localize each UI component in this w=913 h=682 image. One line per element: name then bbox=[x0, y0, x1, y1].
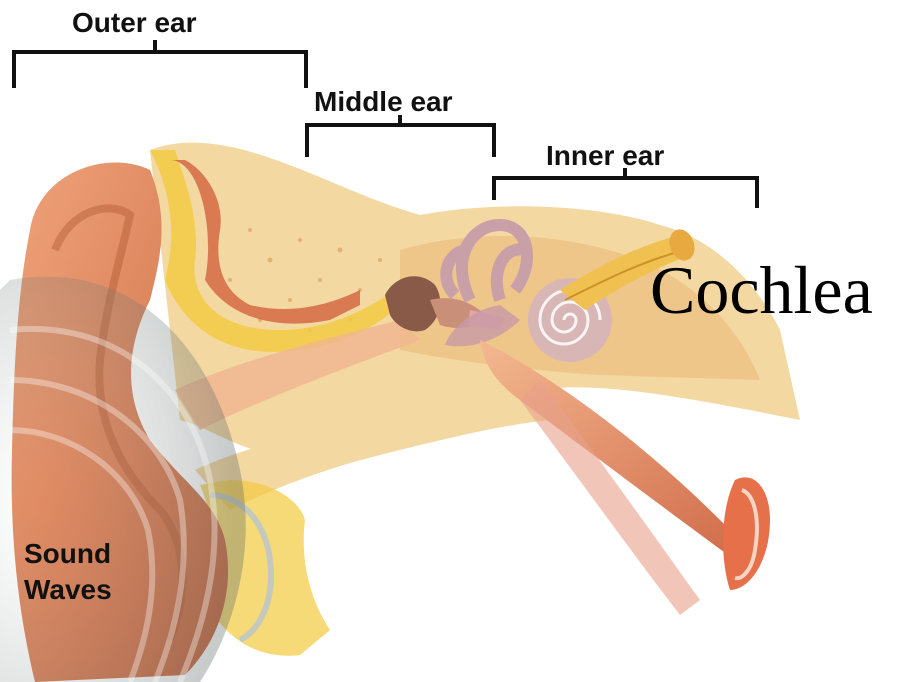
middle-ear-label: Middle ear bbox=[314, 88, 452, 116]
bracket-outer-ear bbox=[14, 40, 306, 88]
sound-waves-label: Sound Waves bbox=[24, 536, 112, 608]
outer-ear-label: Outer ear bbox=[72, 9, 197, 37]
cochlea-label: Cochlea bbox=[650, 256, 873, 324]
inner-ear-label: Inner ear bbox=[546, 142, 664, 170]
sound-waves-label-line2: Waves bbox=[24, 572, 112, 608]
bracket-middle-ear bbox=[307, 115, 494, 157]
bracket-inner-ear bbox=[494, 168, 757, 208]
sound-waves-label-line1: Sound bbox=[24, 536, 112, 572]
